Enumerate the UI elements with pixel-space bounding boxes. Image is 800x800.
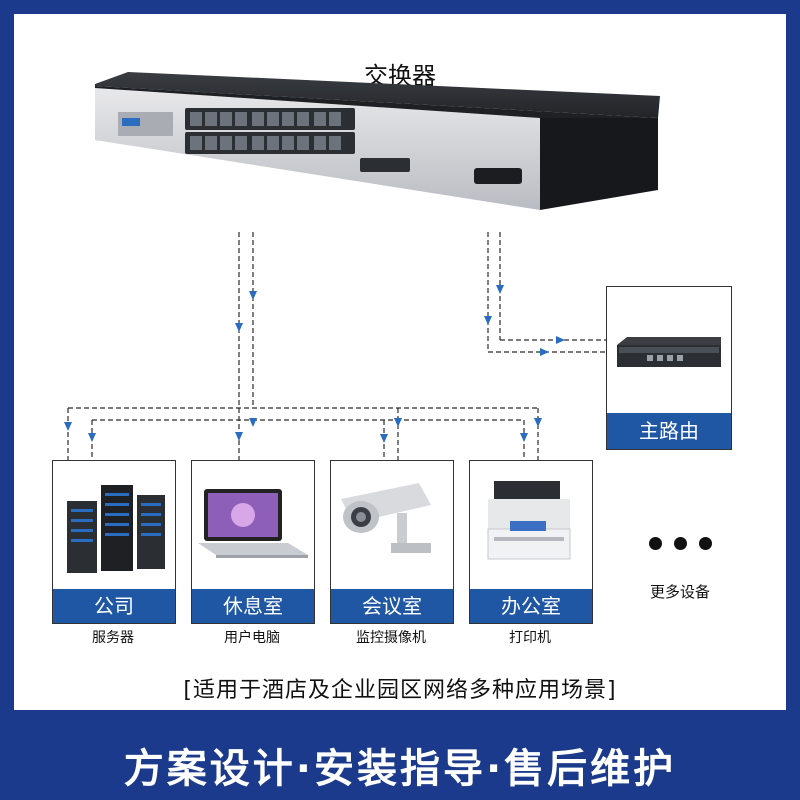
device-caption-server: 服务器 — [92, 630, 134, 646]
device-box-company: 公司 — [52, 460, 176, 624]
scenario-slogan: [适用于酒店及企业园区网络多种应用场景] — [183, 678, 617, 703]
switch-device — [95, 72, 660, 210]
more-dots-icon — [647, 537, 717, 555]
laptop-icon — [198, 489, 308, 558]
device-label-lounge: 休息室 — [192, 589, 314, 623]
server-rack-icon — [67, 485, 165, 573]
device-box-lounge: 休息室 — [191, 460, 315, 624]
device-label-company: 公司 — [53, 589, 175, 623]
flow-arrows — [64, 285, 565, 443]
router-box: 主路由 — [606, 286, 732, 450]
more-devices-label: 更多设备 — [649, 583, 710, 601]
device-caption-camera: 监控摄像机 — [356, 630, 426, 646]
device-caption-pc: 用户电脑 — [224, 630, 280, 646]
footer-text: 方案设计·安装指导·售后维护 — [123, 746, 677, 792]
printer-icon — [487, 481, 571, 560]
device-box-office: 办公室 — [469, 460, 593, 624]
footer-band — [0, 718, 800, 800]
cctv-camera-icon — [341, 483, 431, 553]
connection-lines — [67, 232, 606, 460]
device-box-meeting: 会议室 — [330, 460, 454, 624]
router-icon — [617, 337, 721, 367]
device-caption-printer: 打印机 — [509, 630, 551, 646]
router-label: 主路由 — [607, 413, 731, 449]
device-label-meeting: 会议室 — [331, 589, 453, 623]
device-label-office: 办公室 — [470, 589, 592, 623]
